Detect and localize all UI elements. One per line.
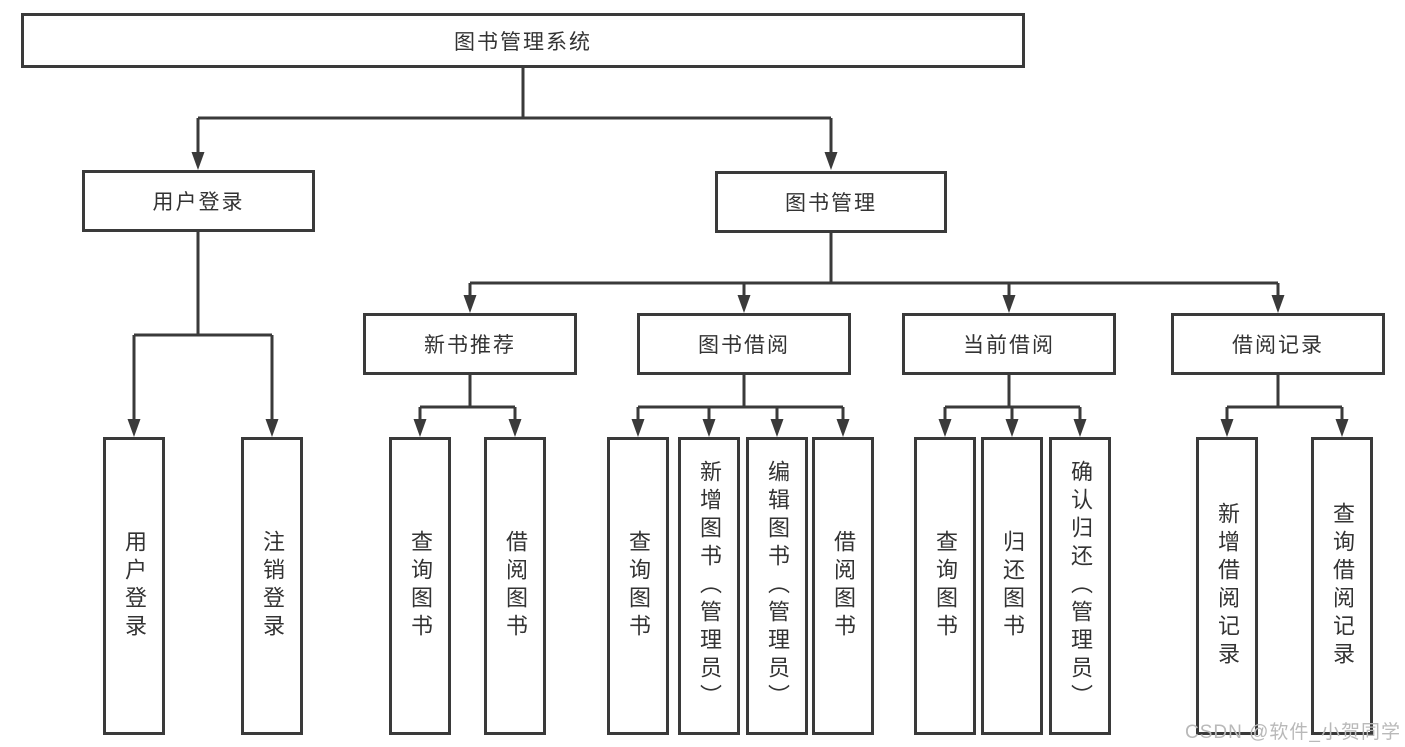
arrowhead-icon bbox=[413, 419, 427, 437]
leaf-label: 新增借阅记录 bbox=[1215, 502, 1240, 670]
connector-user-login bbox=[127, 232, 279, 437]
leaf-logout: 注销登录 bbox=[241, 437, 303, 735]
connector-current-borrow bbox=[938, 375, 1087, 437]
connector-root bbox=[191, 68, 838, 170]
arrowhead-icon bbox=[938, 419, 952, 437]
arrowhead-icon bbox=[1002, 295, 1016, 313]
leaf-borrow-books: 借阅图书 bbox=[812, 437, 874, 735]
arrowhead-icon bbox=[1335, 419, 1349, 437]
arrowhead-icon bbox=[191, 152, 205, 170]
leaf-label: 借阅图书 bbox=[503, 530, 528, 642]
connector-new-book-recommend bbox=[413, 375, 522, 437]
node-root: 图书管理系统 bbox=[21, 13, 1025, 68]
leaf-label: 借阅图书 bbox=[831, 530, 856, 642]
arrowhead-icon bbox=[1220, 419, 1234, 437]
leaf-label: 注销登录 bbox=[260, 530, 285, 642]
arrowhead-icon bbox=[737, 295, 751, 313]
arrowhead-icon bbox=[770, 419, 784, 437]
leaf-label: 查询图书 bbox=[933, 530, 958, 642]
node-user-login: 用户登录 bbox=[82, 170, 315, 232]
csdn-watermark: CSDN @软件_小贺同学 bbox=[1185, 722, 1401, 743]
leaf-add-book-admin: 新增图书（管理员） bbox=[678, 437, 740, 735]
leaf-query-books-borrow: 查询图书 bbox=[607, 437, 669, 735]
leaf-label: 新增图书（管理员） bbox=[697, 460, 722, 712]
arrowhead-icon bbox=[824, 152, 838, 170]
leaf-label: 确认归还（管理员） bbox=[1068, 460, 1093, 712]
arrowhead-icon bbox=[265, 419, 279, 437]
arrowhead-icon bbox=[631, 419, 645, 437]
arrowhead-icon bbox=[1073, 419, 1087, 437]
node-borrow-records: 借阅记录 bbox=[1171, 313, 1385, 375]
leaf-user-login: 用户登录 bbox=[103, 437, 165, 735]
connector-book-management bbox=[463, 233, 1285, 313]
connector-borrow-records bbox=[1220, 375, 1349, 437]
leaf-add-borrow-record: 新增借阅记录 bbox=[1196, 437, 1258, 735]
leaf-query-borrow-record: 查询借阅记录 bbox=[1311, 437, 1373, 735]
leaf-edit-book-admin: 编辑图书（管理员） bbox=[746, 437, 808, 735]
arrowhead-icon bbox=[127, 419, 141, 437]
arrowhead-icon bbox=[508, 419, 522, 437]
leaf-label: 归还图书 bbox=[1000, 530, 1025, 642]
leaf-label: 用户登录 bbox=[122, 530, 147, 642]
leaf-query-books-recommend: 查询图书 bbox=[389, 437, 451, 735]
leaf-label: 查询图书 bbox=[408, 530, 433, 642]
arrowhead-icon bbox=[1005, 419, 1019, 437]
node-new-book-recommend: 新书推荐 bbox=[363, 313, 577, 375]
leaf-label: 编辑图书（管理员） bbox=[765, 460, 790, 712]
arrowhead-icon bbox=[1271, 295, 1285, 313]
node-current-borrow: 当前借阅 bbox=[902, 313, 1116, 375]
arrowhead-icon bbox=[463, 295, 477, 313]
leaf-return-books: 归还图书 bbox=[981, 437, 1043, 735]
arrowhead-icon bbox=[702, 419, 716, 437]
connector-book-borrow bbox=[631, 375, 850, 437]
node-book-borrow: 图书借阅 bbox=[637, 313, 851, 375]
arrowhead-icon bbox=[836, 419, 850, 437]
leaf-confirm-return-admin: 确认归还（管理员） bbox=[1049, 437, 1111, 735]
node-book-management: 图书管理 bbox=[715, 171, 947, 233]
leaf-label: 查询图书 bbox=[626, 530, 651, 642]
leaf-borrow-books-recommend: 借阅图书 bbox=[484, 437, 546, 735]
leaf-query-books-current: 查询图书 bbox=[914, 437, 976, 735]
leaf-label: 查询借阅记录 bbox=[1330, 502, 1355, 670]
